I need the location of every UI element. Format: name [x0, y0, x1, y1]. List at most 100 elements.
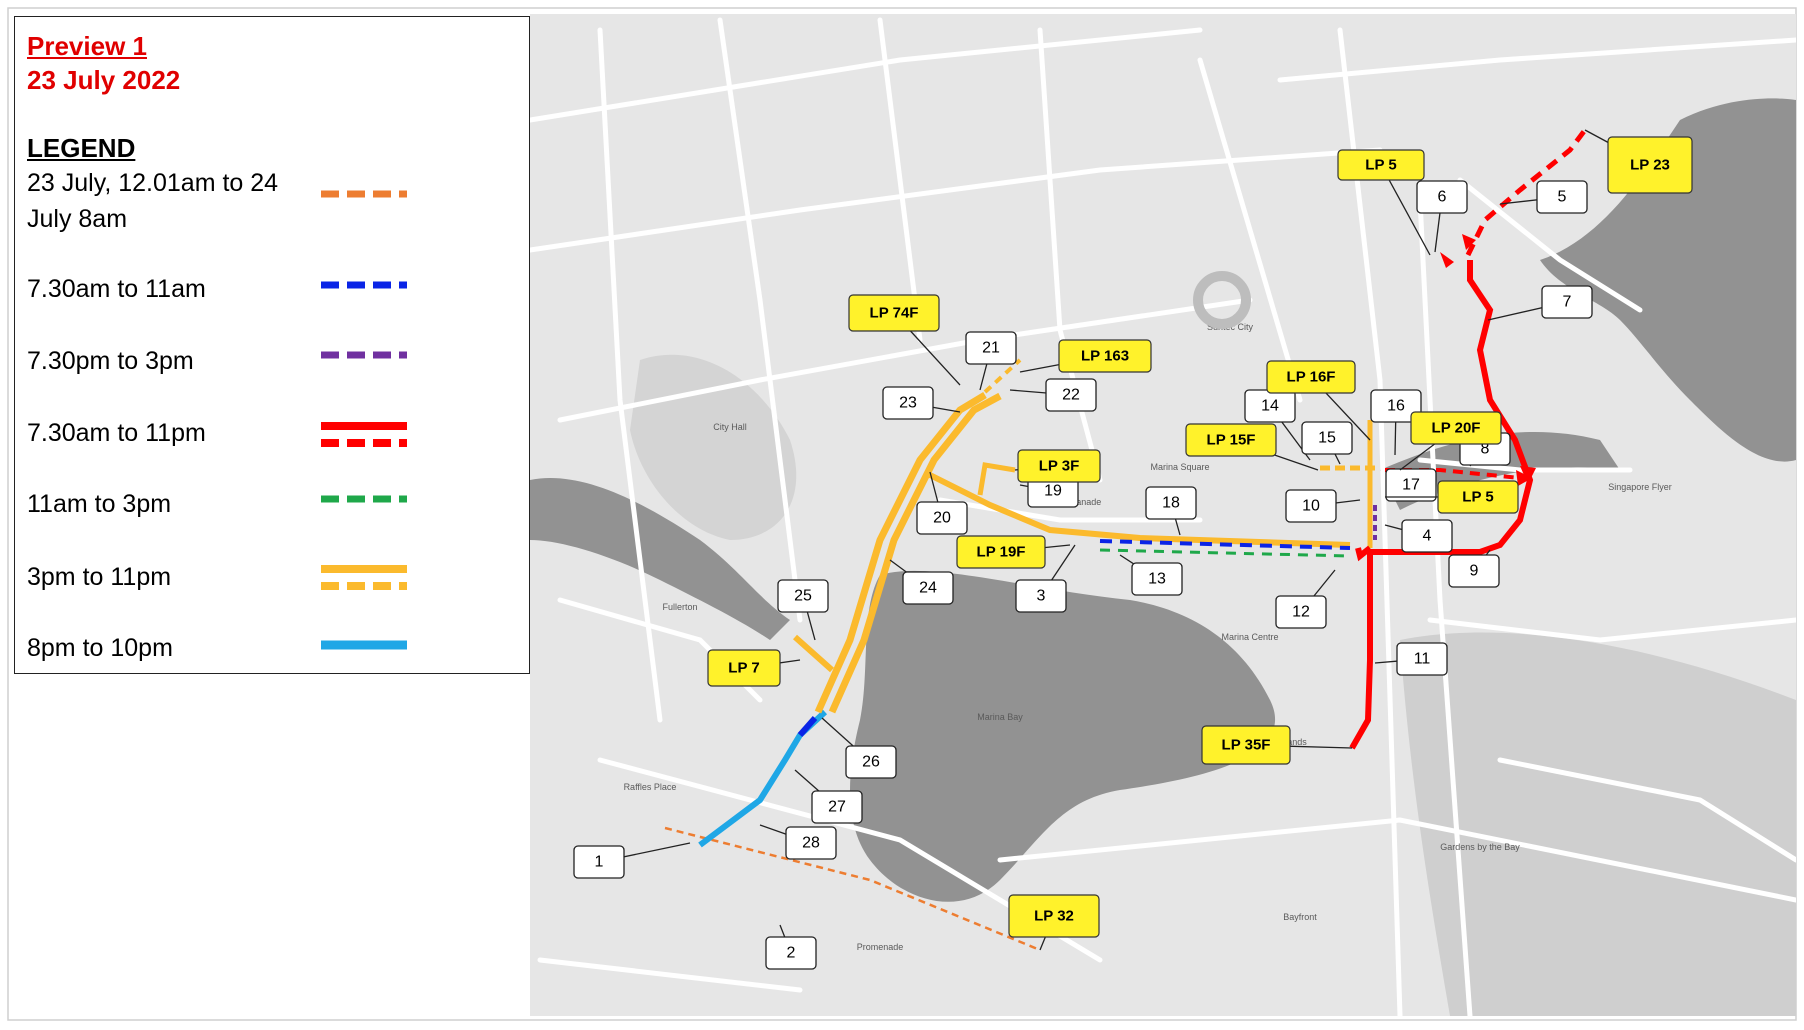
- legend-swatch-0: [321, 190, 407, 198]
- callout-14: 14: [1244, 389, 1311, 461]
- callout-12: 12: [1275, 569, 1336, 629]
- callout-box: [882, 386, 934, 420]
- callout-number: 22: [1062, 387, 1080, 404]
- light-point-label: LP 15F: [1207, 432, 1256, 449]
- light-point-10: LP 7: [707, 649, 801, 687]
- light-point-11: LP 35F: [1201, 725, 1353, 765]
- east-water: [1540, 98, 1796, 462]
- callout-23: 23: [882, 386, 961, 420]
- callout-box: [1448, 554, 1500, 588]
- light-point-box: [1266, 360, 1356, 394]
- map-label: Marina Square: [1150, 462, 1209, 472]
- route-yellow-branch-20: [928, 472, 1351, 548]
- callout-box: [1401, 519, 1453, 553]
- callout-number: 1: [595, 854, 604, 871]
- light-point-2: LP 74F: [848, 294, 961, 386]
- light-point-9: LP 19F: [956, 535, 1071, 569]
- map-label: Marina Centre: [1221, 632, 1278, 642]
- callout-10: 10: [1285, 489, 1361, 523]
- route-green-dashed-13: [1099, 548, 1351, 558]
- arrow-8: [1516, 470, 1532, 486]
- legend-swatch-5: [321, 565, 407, 590]
- callout-15: 15: [1301, 421, 1353, 465]
- map-label: City Hall: [713, 422, 747, 432]
- callout-number: 6: [1438, 189, 1447, 206]
- callout-number: 7: [1563, 294, 1572, 311]
- route-yellow-main-2: [828, 392, 1002, 714]
- light-point-box: [1185, 423, 1277, 457]
- callout-number: 28: [802, 835, 820, 852]
- route-yellow-branch-25: [793, 634, 834, 673]
- callout-number: 4: [1423, 528, 1432, 545]
- light-point-label: LP 5: [1365, 157, 1396, 174]
- marina-bay-water: [850, 570, 1276, 902]
- callout-7: 7: [1487, 285, 1593, 321]
- callout-16: 16: [1370, 389, 1422, 456]
- legend-label-6: 8pm to 10pm: [27, 634, 173, 662]
- legend-label-0: 23 July, 12.01am to 24 July 8am: [27, 169, 279, 233]
- callout-3: 3: [1015, 544, 1076, 613]
- map-label: Bayfront: [1283, 912, 1317, 922]
- callout-box: [765, 936, 817, 970]
- callout-number: 27: [828, 799, 846, 816]
- light-point-box: [1058, 339, 1152, 373]
- callout-box: [1536, 180, 1588, 214]
- callout-18: 18: [1145, 486, 1197, 536]
- river-water: [530, 478, 790, 640]
- callout-number: 3: [1037, 588, 1046, 605]
- callout-box: [902, 571, 954, 605]
- legend-swatch-3: [321, 422, 407, 447]
- light-point-label: LP 7: [728, 660, 759, 677]
- legend-swatch-2: [321, 351, 407, 359]
- map-label: Singapore Flyer: [1608, 482, 1672, 492]
- light-point-label: LP 5: [1462, 489, 1493, 506]
- light-point-label: LP 35F: [1222, 737, 1271, 754]
- legend-label-5: 3pm to 11pm: [27, 563, 172, 591]
- light-point-box: [1437, 480, 1519, 514]
- light-point-12: LP 32: [1008, 894, 1100, 951]
- callout-number: 26: [862, 754, 880, 771]
- callout-number: 11: [1414, 651, 1431, 668]
- route-yellow-19: [977, 462, 1016, 496]
- callout-box: [1045, 378, 1097, 412]
- callout-number: 14: [1261, 398, 1279, 415]
- map-label: Gardens by the Bay: [1440, 842, 1520, 852]
- legend-swatch-6: [321, 640, 407, 650]
- callout-20: 20: [916, 471, 968, 535]
- legend-label-1: 7.30am to 11am: [27, 275, 206, 303]
- legend-swatch-4: [321, 495, 407, 503]
- road-network: [530, 17, 1796, 1016]
- legend-swatch-1: [321, 281, 407, 289]
- callout-number: 25: [794, 588, 812, 605]
- callout-box: [845, 745, 897, 779]
- light-point-label: LP 23: [1630, 157, 1670, 174]
- preview-title: Preview 1: [27, 31, 147, 61]
- callout-11: 11: [1374, 642, 1448, 676]
- callout-25: 25: [777, 579, 829, 641]
- callout-number: 19: [1044, 483, 1062, 500]
- light-point-box: [848, 294, 940, 332]
- map-label: Raffles Place: [624, 782, 677, 792]
- arrow-5: [1462, 234, 1476, 250]
- callout-box: [1416, 180, 1468, 214]
- callout-number: 8: [1481, 441, 1490, 458]
- callout-6: 6: [1416, 180, 1468, 253]
- route-blue-dashed-segment: [797, 716, 818, 737]
- park-area: [630, 354, 797, 540]
- callout-number: 15: [1318, 430, 1336, 447]
- legend-heading: LEGEND: [27, 133, 136, 163]
- callout-1: 1: [573, 842, 691, 879]
- callout-4: 4: [1384, 519, 1453, 553]
- route-blue-dashed-13: [1099, 539, 1351, 550]
- map-label: Promenade: [857, 942, 904, 952]
- callout-number: 24: [919, 580, 937, 597]
- callout-number: 2: [787, 945, 796, 962]
- callout-17: 17: [1385, 468, 1437, 502]
- callout-box: [1285, 489, 1337, 523]
- callout-number: 17: [1402, 477, 1420, 494]
- callout-box: [1275, 595, 1327, 629]
- callout-box: [1541, 285, 1593, 319]
- callout-22: 22: [1009, 378, 1097, 412]
- light-point-8: LP 3F: [1014, 449, 1101, 483]
